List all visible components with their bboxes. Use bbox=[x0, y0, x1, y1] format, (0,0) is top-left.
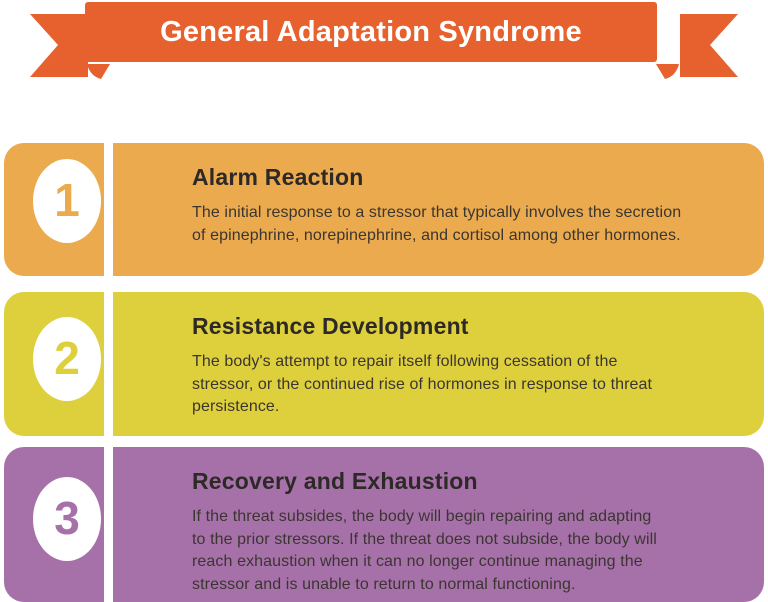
stage-content: Resistance Development The body's attemp… bbox=[113, 292, 764, 436]
stage-content: Recovery and Exhaustion If the threat su… bbox=[113, 447, 764, 602]
title-banner: General Adaptation Syndrome bbox=[0, 0, 768, 92]
stage-number: 2 bbox=[54, 332, 80, 384]
stage-title: Recovery and Exhaustion bbox=[192, 468, 478, 494]
stage-description: The initial response to a stressor that … bbox=[192, 204, 682, 244]
stage-number-badge: 1 bbox=[33, 159, 101, 243]
ribbon-right-tail bbox=[680, 14, 738, 77]
stage-section-resistance-development: 2 Resistance Development The body's atte… bbox=[0, 292, 768, 436]
stage-description: The body's attempt to repair itself foll… bbox=[192, 353, 653, 415]
stage-number-column: 1 bbox=[4, 143, 104, 276]
stage-number-column: 3 bbox=[4, 447, 104, 602]
stage-number-badge: 2 bbox=[33, 317, 101, 401]
stage-description: If the threat subsides, the body will be… bbox=[192, 508, 657, 593]
stage-section-recovery-and-exhaustion: 3 Recovery and Exhaustion If the threat … bbox=[0, 447, 768, 602]
ribbon-left-fold bbox=[87, 64, 110, 79]
ribbon-band bbox=[85, 2, 657, 62]
ribbon-banner-graphic bbox=[30, 2, 738, 79]
stage-number: 1 bbox=[54, 174, 80, 226]
stage-number-badge: 3 bbox=[33, 477, 101, 561]
stage-number: 3 bbox=[54, 492, 80, 544]
stage-content: Alarm Reaction The initial response to a… bbox=[113, 143, 764, 276]
stage-section-alarm-reaction: 1 Alarm Reaction The initial response to… bbox=[0, 143, 768, 276]
stage-title: Alarm Reaction bbox=[192, 164, 364, 190]
ribbon-left-tail bbox=[30, 14, 88, 77]
stage-number-column: 2 bbox=[4, 292, 104, 436]
page-title: General Adaptation Syndrome bbox=[160, 15, 582, 48]
stage-title: Resistance Development bbox=[192, 313, 469, 339]
ribbon-right-fold bbox=[656, 64, 679, 79]
